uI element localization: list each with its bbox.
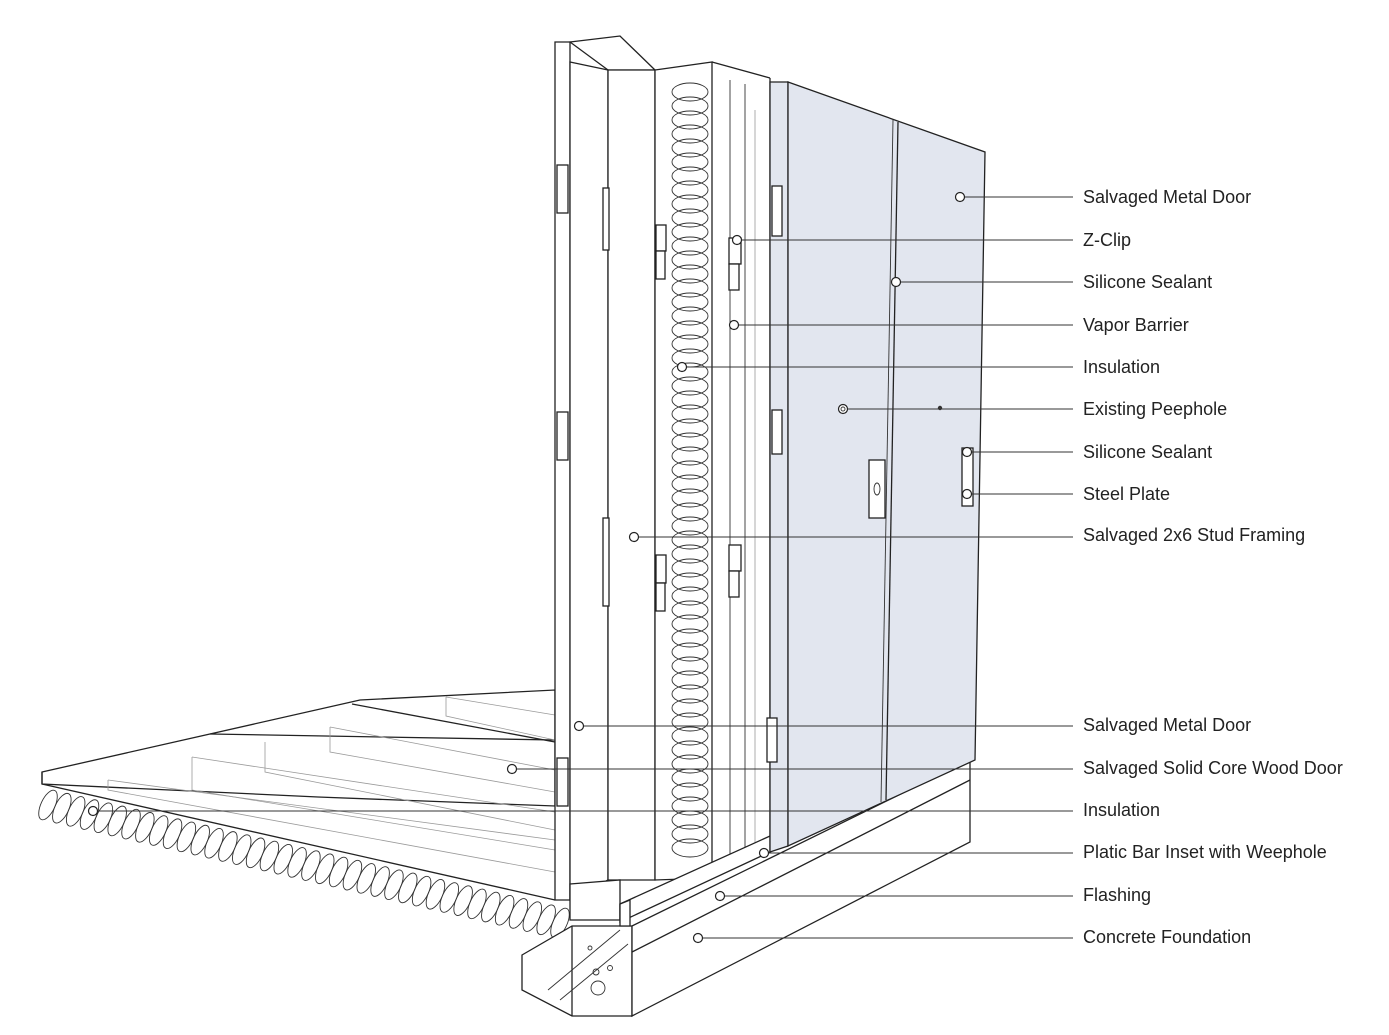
label-insulation-floor: Insulation: [1083, 800, 1160, 820]
callout-existing-peephole: Existing Peephole: [837, 399, 1227, 419]
callout-solid-core-wood-door: Salvaged Solid Core Wood Door: [506, 758, 1343, 778]
callout-silicone-sealant-mid: Silicone Sealant: [961, 442, 1212, 462]
floor-assembly: [38, 689, 570, 939]
floor-insulation: [38, 789, 570, 939]
callout-salvaged-metal-door-top: Salvaged Metal Door: [954, 187, 1251, 207]
exterior-metal-door-cladding: [766, 81, 986, 853]
label-salvaged-metal-door-top: Salvaged Metal Door: [1083, 187, 1251, 207]
label-plastic-bar-inset: Platic Bar Inset with Weephole: [1083, 842, 1327, 862]
callout-stud-framing: Salvaged 2x6 Stud Framing: [628, 525, 1305, 545]
callout-silicone-sealant-top: Silicone Sealant: [890, 272, 1212, 292]
floor-surface: [41, 689, 556, 807]
foundation-end-face: [521, 925, 633, 1017]
callout-insulation-floor: Insulation: [87, 800, 1160, 820]
callout-z-clip: Z-Clip: [731, 230, 1131, 250]
wall-top-plate: [569, 61, 609, 902]
z-clips: [602, 187, 742, 612]
wall-insulation: [671, 82, 709, 858]
callout-layer: Salvaged Metal Door Z-Clip Silicone Seal…: [87, 187, 1343, 947]
callout-insulation-wall: Insulation: [676, 357, 1160, 377]
stud-face: [607, 69, 656, 881]
callout-steel-plate: Steel Plate: [961, 484, 1170, 504]
concrete-foundation-block: [521, 758, 971, 1018]
callout-vapor-barrier: Vapor Barrier: [728, 315, 1189, 335]
latch-plate: [868, 459, 886, 519]
label-salvaged-metal-door-bottom: Salvaged Metal Door: [1083, 715, 1251, 735]
label-existing-peephole: Existing Peephole: [1083, 399, 1227, 419]
bottom-plate: [569, 879, 621, 921]
stud-framing: [569, 61, 771, 927]
callout-flashing: Flashing: [714, 885, 1151, 905]
callout-concrete-foundation: Concrete Foundation: [692, 927, 1251, 947]
callout-plastic-bar-inset: Platic Bar Inset with Weephole: [758, 842, 1327, 862]
label-vapor-barrier: Vapor Barrier: [1083, 315, 1189, 335]
label-silicone-sealant-top: Silicone Sealant: [1083, 272, 1212, 292]
label-flashing: Flashing: [1083, 885, 1151, 905]
label-z-clip: Z-Clip: [1083, 230, 1131, 250]
label-stud-framing: Salvaged 2x6 Stud Framing: [1083, 525, 1305, 545]
foundation-side-face: [631, 758, 971, 1018]
callout-salvaged-metal-door-bottom: Salvaged Metal Door: [573, 715, 1251, 735]
label-concrete-foundation: Concrete Foundation: [1083, 927, 1251, 947]
label-silicone-sealant-mid: Silicone Sealant: [1083, 442, 1212, 462]
label-insulation-wall: Insulation: [1083, 357, 1160, 377]
interior-door-slab: [554, 35, 657, 902]
label-steel-plate: Steel Plate: [1083, 484, 1170, 504]
label-solid-core-wood-door: Salvaged Solid Core Wood Door: [1083, 758, 1343, 778]
